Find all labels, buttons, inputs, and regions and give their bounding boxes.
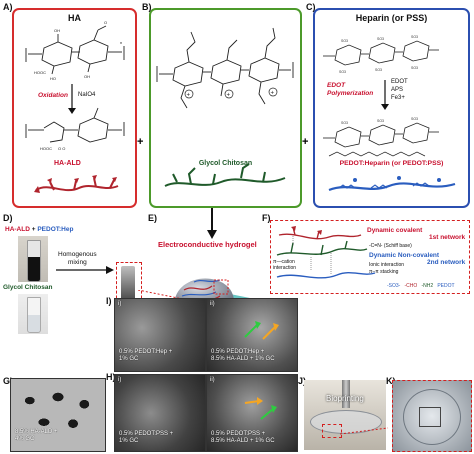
sem-caption: 0.5% PEDOT:Hep + 8.5% HA-ALD + 1% GC — [211, 349, 275, 362]
ionic-interaction-label: Ionic interaction — [369, 262, 405, 268]
svg-text:O O: O O — [58, 146, 65, 151]
svg-text:+: + — [271, 91, 275, 97]
combine-arrow — [207, 208, 217, 239]
ha-ald-label: HA-ALD — [54, 160, 81, 167]
svg-text:n: n — [120, 40, 122, 45]
panel-label-g: G) — [3, 376, 13, 386]
sem-caption: 0.5% PEDOT:PSS + 1% GC — [119, 431, 174, 444]
panel-label-e: E) — [148, 213, 157, 223]
svg-text:SO3: SO3 — [341, 39, 348, 43]
sem-tile-ii-pedot-pss-ha-gc: ii) 0.5% PEDOT:PSS + 8.5% HA-ALD + 1% GC — [206, 374, 298, 452]
panel-label-d: D) — [3, 213, 13, 223]
svg-text:SO3: SO3 — [339, 70, 346, 74]
polymerization-reagents: EDOT APS Fe3+ — [391, 79, 408, 101]
svg-text:SO3: SO3 — [411, 117, 418, 121]
sem-roman-label: ii) — [210, 301, 215, 307]
panel-c-title: Heparin (or PSS) — [355, 13, 428, 23]
zoom-line-e-to-d — [138, 290, 189, 301]
panel-b-glycol-chitosan-box: + + + Glycol Chitosan — [149, 8, 302, 208]
pi-cation-label: π—cation interaction — [273, 259, 297, 271]
naio4-reagent: NaIO4 — [78, 92, 96, 98]
panel-a-title: HA — [68, 13, 81, 23]
svg-text:HOOC: HOOC — [34, 70, 46, 75]
panel-label-c: C) — [306, 2, 316, 12]
legend-so3: -SO3- — [387, 283, 401, 289]
vial-photo-1 — [18, 236, 48, 282]
svg-text:SO3: SO3 — [375, 68, 382, 72]
panel-label-h: H) — [106, 372, 116, 382]
svg-text:+: + — [227, 93, 231, 99]
homogenous-mixing-label: Homogenous mixing — [58, 251, 97, 266]
panel-label-k: K) — [386, 376, 396, 386]
svg-text:SO3: SO3 — [341, 121, 348, 125]
pi-stacking-label: π–π stacking — [369, 269, 399, 275]
svg-text:SO3: SO3 — [377, 37, 384, 41]
sem-roman-label: ii) — [210, 377, 215, 383]
svg-text:O: O — [104, 20, 107, 25]
svg-text:SO3: SO3 — [411, 35, 418, 39]
vial-photo-2 — [18, 294, 48, 334]
second-network-label: 2nd network — [427, 259, 466, 266]
svg-text:+: + — [187, 93, 191, 99]
d-glycol-chitosan-label: Glycol Chitosan — [3, 284, 53, 291]
svg-text:OH: OH — [84, 74, 90, 79]
panel-f-network-box: Dynamic covalent 1st network -C=N- (Schi… — [270, 220, 470, 294]
panel-label-f: F) — [262, 213, 271, 223]
panel-a-ha-box: HA HOOC HO OH O OH n — [12, 8, 137, 208]
edot-polymerization-label: EDOT Polymerization — [327, 82, 374, 97]
printed-construct-photo — [392, 380, 472, 452]
zoom-line-j-to-k — [340, 427, 389, 435]
legend-nh2: -NH2 — [421, 283, 434, 289]
dynamic-covalent-label: Dynamic covalent — [367, 227, 423, 234]
sem-caption: 8.5% HA-ALD + 4% GC — [15, 429, 58, 442]
schiff-base-label: -C=N- (Schiff base) — [369, 243, 412, 249]
sem-caption: 0.5% PEDOT:Hep + 1% GC — [119, 349, 173, 362]
plus-sign-2: + — [302, 136, 309, 148]
panel-label-j: J) — [298, 376, 307, 386]
dual-network-diagram — [276, 226, 376, 279]
svg-text:SO3: SO3 — [411, 66, 418, 70]
first-network-label: 1st network — [429, 234, 466, 241]
d-ha-ald-label: HA-ALD — [5, 226, 30, 233]
oxidation-label: Oxidation — [38, 92, 68, 99]
legend-pedot: PEDOT — [437, 283, 455, 289]
sem-tile-i-pedot-pss-gc: i) 0.5% PEDOT:PSS + 1% GC — [114, 374, 206, 452]
glycol-chitosan-scheme: + + + — [156, 27, 294, 187]
legend-row: -SO3- -CHO -NH2 PEDOT — [387, 283, 455, 289]
panel-label-a: A) — [3, 2, 13, 12]
sem-roman-label: i) — [118, 301, 122, 307]
sem-tile-i-pedot-hep-gc: i) 0.5% PEDOT:Hep + 1% GC — [114, 298, 206, 372]
d-pedot-hep-label: PEDOT:Hep — [37, 226, 74, 233]
sem-tile-g-ha-ald-gc: 8.5% HA-ALD + 4% GC — [10, 378, 106, 452]
sem-arrows — [244, 397, 277, 420]
mixing-arrow — [56, 266, 114, 274]
panel-label-i: I) — [106, 296, 112, 306]
bioprinting-photo: Bioprinting — [304, 380, 386, 450]
bioprinting-label: Bioprinting — [326, 394, 364, 403]
ha-oxidation-scheme: HOOC HO OH O OH n HOOC O O — [25, 20, 125, 193]
panel-label-b: B) — [142, 2, 152, 12]
svg-text:OH: OH — [54, 28, 60, 33]
svg-text:SO3: SO3 — [377, 119, 384, 123]
sem-arrows — [244, 321, 279, 340]
glycol-chitosan-label: Glycol Chitosan — [198, 160, 253, 167]
sem-caption: 0.5% PEDOT:PSS + 8.5% HA-ALD + 1% GC — [211, 431, 275, 444]
sem-roman-label: i) — [118, 377, 122, 383]
pedot-heparin-label: PEDOT:Heparin (or PEDOT:PSS) — [339, 160, 444, 167]
sem-tile-ii-pedot-hep-ha-gc: ii) 0.5% PEDOT:Hep + 8.5% HA-ALD + 1% GC — [206, 298, 298, 372]
electroconductive-hydrogel-label: Electroconductive hydrogel — [158, 240, 257, 249]
plus-sign-1: + — [137, 136, 144, 148]
dynamic-noncovalent-label: Dynamic Non-covalent — [369, 252, 440, 259]
svg-text:HOOC: HOOC — [40, 146, 52, 151]
svg-text:HO: HO — [50, 76, 56, 81]
d-components-row: HA-ALD + PEDOT:Hep — [5, 226, 74, 233]
legend-cho: -CHO — [404, 283, 418, 289]
